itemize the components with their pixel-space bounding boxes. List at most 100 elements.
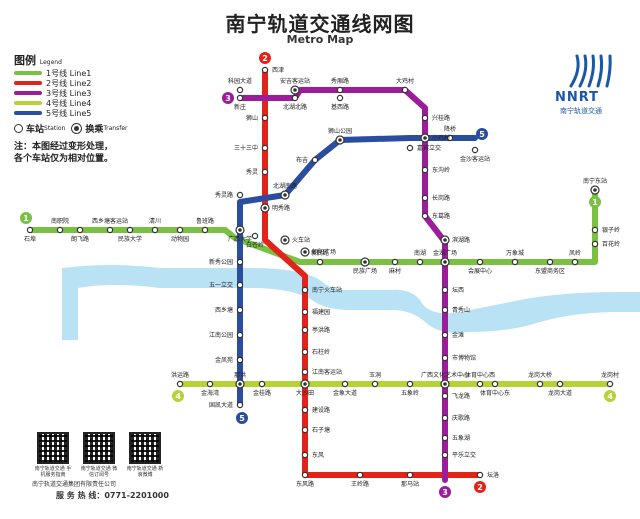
station-qinglong[interactable] [441,414,449,422]
station-jiangnankeyun[interactable] [301,368,309,376]
station-dongshan[interactable] [301,471,309,479]
station-jianshe[interactable] [301,406,309,414]
station-label-shizixiang: 狮山公园 [328,127,352,135]
station-jinxiang[interactable] [341,380,349,388]
station-label-wuxiang: 五象湖 [452,434,470,442]
station-nanninghuo[interactable] [301,286,309,294]
station-label-xinzhuang: 新庄 [234,103,246,111]
station-dajicun[interactable] [401,86,409,94]
station-xinzhuang[interactable] [236,94,244,102]
station-shiyuan[interactable] [441,354,449,362]
page-title: 南宁轨道交通线网图 [225,12,415,36]
station-langfei[interactable] [76,226,84,234]
transfer-dot [423,136,427,140]
station-jintan[interactable] [441,331,449,339]
station-guanghai[interactable] [258,380,266,388]
station-jinfeng[interactable] [236,356,244,364]
station-shijie[interactable] [301,426,309,434]
transfer-dot [338,138,342,142]
station-liuyang[interactable] [606,380,614,388]
qr-app[interactable]: 南宁轨道交通 手机服务指南 [34,432,72,478]
station-label-jinyu: 金沙客运站 [460,155,490,163]
station-dongkuan[interactable] [421,212,429,220]
station-wangzhou[interactable] [356,471,364,479]
station-tiyu[interactable] [476,380,484,388]
station-jiheng[interactable] [336,94,344,102]
station-nanhu[interactable] [416,258,424,266]
line-badge-icon [172,390,184,402]
station-feilong[interactable] [441,392,449,400]
station-baihua[interactable] [591,240,599,248]
station-xixiang[interactable] [106,226,114,234]
station-dongsheng[interactable] [301,451,309,459]
station-tianhu[interactable] [476,471,484,479]
qr-weibo[interactable]: 南宁轨道交通 新浪微博 [126,432,164,478]
station-minzu2[interactable] [126,226,134,234]
station-label-xiangzhu: 小鸡村 [432,134,450,142]
station-yulong[interactable] [371,380,379,388]
station-liushi[interactable] [261,114,269,122]
station-label-jiangnankeyun: 江南客运站 [312,368,342,376]
station-xinxiu[interactable] [236,258,244,266]
station-jiangnan[interactable] [236,331,244,339]
station-wuxiang[interactable] [441,434,449,442]
station-xijin[interactable] [261,66,269,74]
station-jinguang[interactable] [556,380,564,388]
station-tiyudong[interactable] [491,380,499,388]
station-jinhai[interactable] [206,380,214,388]
station-changgang[interactable] [421,194,429,202]
station-xiguo[interactable] [236,306,244,314]
station-macun[interactable] [391,258,399,266]
station-fengling[interactable] [571,258,579,266]
station-dongge[interactable] [421,166,429,174]
station-xinghuan[interactable] [421,114,429,122]
station-label-dongge: 东沟岭 [432,166,450,174]
station-shitou[interactable] [26,226,34,234]
station-label-dongwuyuan: 动物园 [171,235,189,243]
station-kedadao[interactable] [236,86,244,94]
station-beihubei[interactable] [291,94,299,102]
station-dongmeng[interactable] [546,258,554,266]
station-xiuling[interactable] [336,86,344,94]
qr-wechat[interactable]: 南宁轨道交通 微信订阅号 [80,432,118,478]
station-xiuling2[interactable] [261,168,269,176]
station-sanshisan[interactable] [261,144,269,152]
station-wuxianglu[interactable] [406,380,414,388]
line-badge-icon [589,196,601,208]
station-huizhan[interactable] [476,258,484,266]
station-wanxiang[interactable] [511,258,519,266]
station-dongwuyuan[interactable] [176,226,184,234]
legend-line-4: 4号线 Line4 [14,98,134,108]
station-yinzi[interactable] [591,226,599,234]
station-guoxue[interactable] [236,401,244,409]
station-longgang[interactable] [536,380,544,388]
station-label-wuxianglu: 五象岭 [401,389,419,397]
station-baicang[interactable] [251,232,259,240]
station-wuyi[interactable] [236,281,244,289]
station-shizhu[interactable] [301,348,309,356]
station-nanjingcun[interactable] [56,226,64,234]
station-xiulinglu[interactable] [236,191,244,199]
line-badge-icon [259,52,271,64]
logo-name: NNRT [555,90,600,105]
station-label-shitou: 石埠 [24,235,36,243]
station-xinmin[interactable] [316,258,324,266]
station-hongfeng[interactable] [176,380,184,388]
station-qingxiu[interactable] [441,306,449,314]
station-lvshi[interactable] [201,226,209,234]
station-tingjiang[interactable] [301,326,309,334]
station-bushi[interactable] [311,156,319,164]
station-tianxi[interactable] [441,286,449,294]
station-jiaoqiao[interactable] [446,134,454,142]
station-jinyu[interactable] [471,146,479,154]
line-badge-number: 3 [225,94,231,103]
station-jiehuan[interactable] [406,144,414,152]
station-fuqiao[interactable] [301,308,309,316]
station-pingqiao[interactable] [441,451,449,459]
station-qingchuan[interactable] [151,226,159,234]
footer-hotline: 服 务 热 线：0771-2201000 [56,491,169,500]
station-liushidong[interactable] [406,471,414,479]
transfer-dot [593,188,597,192]
station-label-tianxi: 坛西 [452,286,464,294]
